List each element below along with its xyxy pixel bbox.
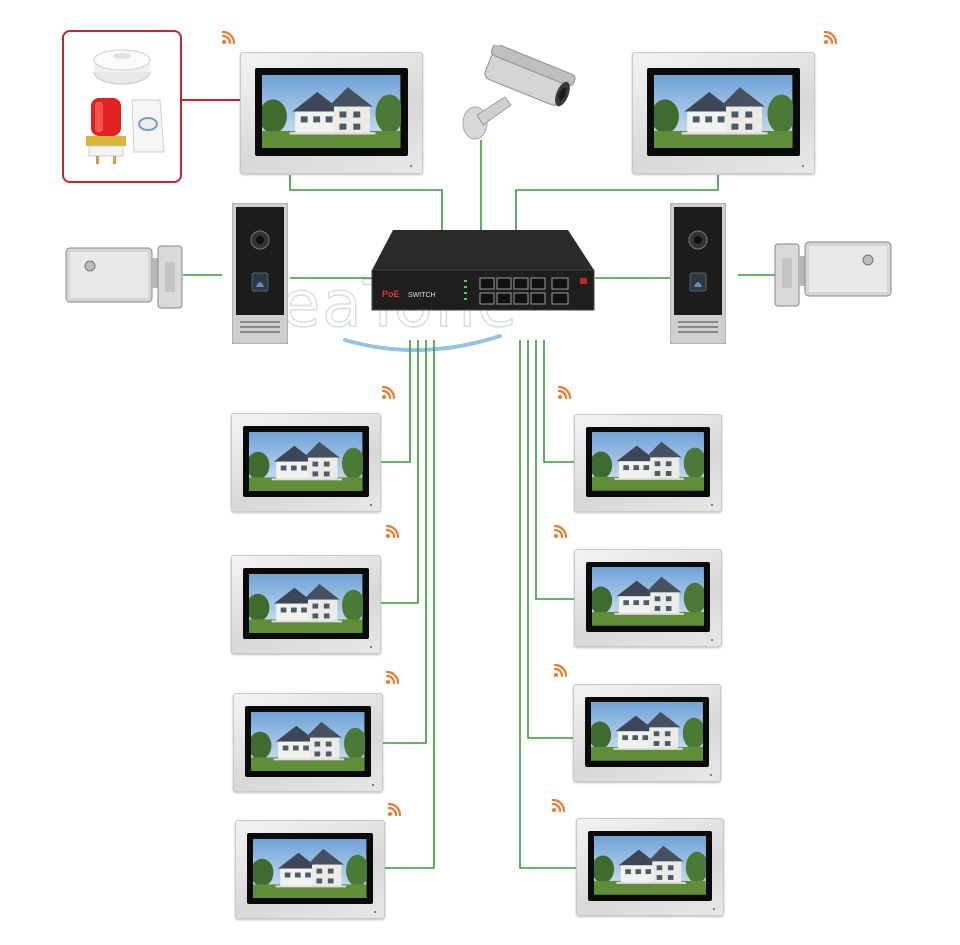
monitor-screen bbox=[591, 702, 703, 761]
power-led bbox=[374, 911, 376, 914]
monitor-screen bbox=[249, 573, 363, 633]
indoor-monitor-icon bbox=[235, 820, 385, 919]
wifi-icon bbox=[553, 524, 568, 539]
power-led bbox=[711, 504, 714, 507]
monitor-bezel bbox=[254, 67, 409, 156]
wire-left-2 bbox=[380, 340, 419, 604]
indoor-monitor-icon bbox=[574, 414, 722, 512]
indoor-monitor-icon bbox=[231, 555, 381, 654]
indoor-monitor-icon bbox=[632, 52, 815, 174]
wire-right-2 bbox=[535, 340, 575, 600]
wire-right-3 bbox=[527, 340, 575, 739]
wifi-icon bbox=[823, 30, 838, 45]
monitor-bezel bbox=[584, 696, 710, 768]
poe-switch-icon: PoE SWITCH bbox=[371, 230, 595, 311]
monitor-bezel bbox=[243, 425, 369, 498]
indoor-monitor-icon bbox=[573, 684, 721, 782]
switch-label: SWITCH bbox=[408, 292, 436, 299]
wire-right-4 bbox=[519, 340, 577, 869]
door-station-right bbox=[670, 203, 726, 344]
wire-left-3 bbox=[382, 340, 427, 744]
indoor-monitor-icon bbox=[231, 413, 381, 512]
monitor-screen bbox=[251, 711, 365, 771]
wifi-icon bbox=[385, 670, 400, 685]
monitor-screen bbox=[592, 567, 704, 626]
electric-lock-left bbox=[65, 245, 183, 309]
indoor-monitor-icon bbox=[240, 52, 423, 174]
monitor-screen bbox=[249, 431, 363, 491]
pir-sensor-icon bbox=[131, 99, 165, 153]
electric-lock-right bbox=[774, 241, 892, 307]
monitor-bezel bbox=[585, 561, 711, 633]
wifi-icon bbox=[387, 802, 402, 817]
power-led bbox=[372, 784, 374, 787]
monitor-screen bbox=[253, 838, 367, 898]
monitor-screen bbox=[262, 74, 401, 148]
switch-brand-text: PoE bbox=[382, 289, 400, 299]
monitor-bezel bbox=[247, 832, 373, 905]
wifi-icon bbox=[551, 798, 566, 813]
power-led bbox=[711, 639, 714, 642]
power-led bbox=[713, 908, 716, 911]
wifi-icon bbox=[557, 385, 572, 400]
monitor-bezel bbox=[585, 426, 711, 498]
wire-left-4 bbox=[384, 340, 435, 869]
wire-left-1 bbox=[380, 340, 411, 463]
power-led bbox=[802, 164, 805, 167]
monitor-bezel bbox=[587, 830, 713, 902]
monitor-screen bbox=[654, 74, 793, 148]
wifi-icon bbox=[553, 663, 568, 678]
alarm-beacon-icon bbox=[86, 98, 126, 164]
cctv-camera-icon bbox=[462, 45, 576, 140]
power-led bbox=[410, 164, 413, 167]
wifi-icon bbox=[221, 30, 236, 45]
monitor-bezel bbox=[243, 567, 369, 640]
smoke-detector-icon bbox=[93, 49, 151, 85]
monitor-screen bbox=[592, 432, 704, 491]
power-led bbox=[370, 504, 372, 507]
indoor-monitor-icon bbox=[576, 818, 724, 916]
indoor-monitor-icon bbox=[233, 693, 383, 792]
door-station-left bbox=[232, 203, 288, 344]
power-led bbox=[370, 646, 372, 649]
wire-right-1 bbox=[543, 340, 575, 463]
indoor-monitor-icon bbox=[574, 549, 722, 647]
power-led bbox=[710, 774, 713, 777]
wire-top-left-monitor bbox=[289, 175, 443, 232]
monitor-bezel bbox=[646, 67, 801, 156]
monitor-screen bbox=[594, 836, 706, 895]
alarm-sensors-box bbox=[62, 30, 182, 183]
wire-top-right-monitor bbox=[515, 175, 719, 232]
wifi-icon bbox=[381, 385, 396, 400]
wifi-icon bbox=[385, 524, 400, 539]
monitor-bezel bbox=[245, 705, 371, 778]
